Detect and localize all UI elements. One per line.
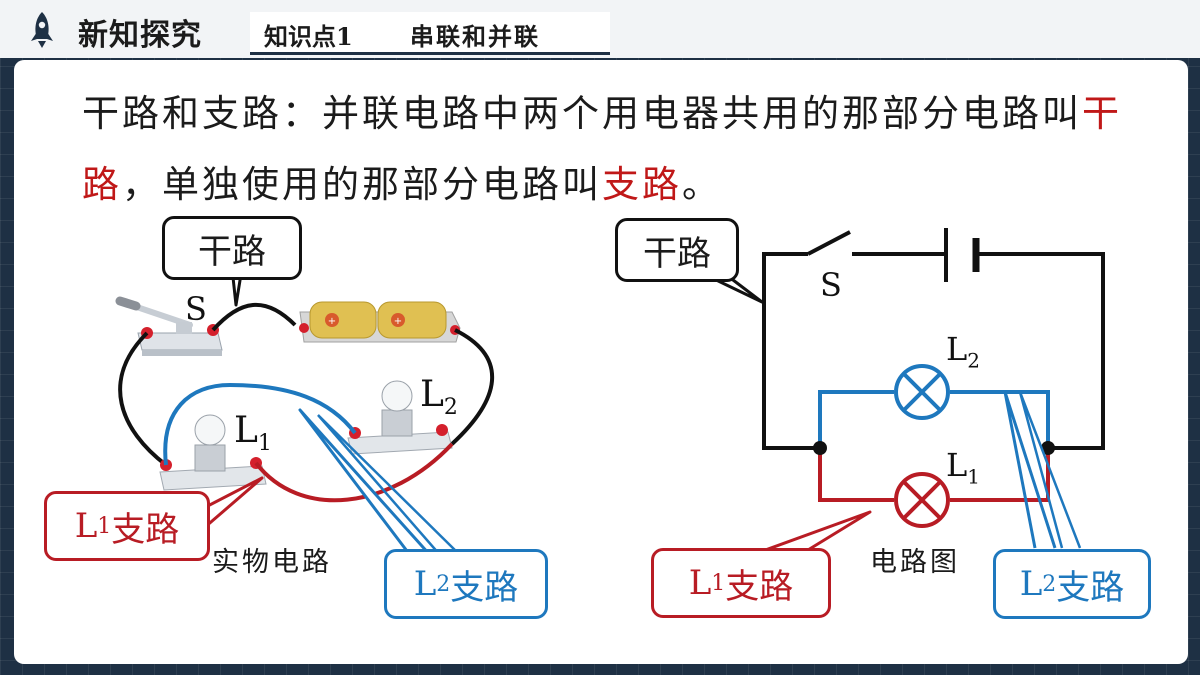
left-lamp1-label: L1 [234, 410, 272, 456]
knife-switch [115, 296, 223, 356]
right-lamp2-label: L2 [946, 330, 980, 372]
rocket-icon [31, 12, 53, 48]
right-lamp2-letter: L [946, 330, 968, 368]
left-trunk-callout: 干路 [162, 216, 302, 280]
left-lamp1-letter: L [234, 410, 258, 451]
right-lamp1-letter: L [946, 446, 968, 484]
definition-part1: 干路和支路：并联电路中两个用电器共用的那部分电路叫 [82, 92, 1082, 135]
svg-text:+: + [394, 316, 402, 327]
left-switch-label: S [185, 290, 207, 328]
right-lamp1-sub: 1 [967, 464, 980, 489]
right-l1-branch-letter: L [688, 563, 712, 603]
header-bar: 新知探究 知识点1 串联和并联 [0, 0, 1200, 58]
right-l2-branch-letter: L [1019, 564, 1043, 604]
section-title: 新知探究 [78, 18, 202, 53]
topic-tab: 知识点1 串联和并联 [250, 12, 610, 55]
left-trunk-callout-text: 干路 [198, 231, 266, 272]
content-card: 干路和支路：并联电路中两个用电器共用的那部分电路叫干路，单独使用的那部分电路叫支… [14, 60, 1188, 664]
term-trunk: 干路 [82, 92, 1122, 206]
lamp-l2 [347, 380, 453, 455]
term-branch: 支路 [602, 163, 682, 206]
topic-label: 知识点1 [264, 22, 353, 51]
left-lamp1-sub: 1 [257, 431, 272, 457]
left-l2-branch-letter: L [413, 564, 437, 604]
left-l1-branch-sub: 1 [97, 513, 112, 539]
right-lamp1-label: L1 [946, 446, 980, 488]
left-l1-branch-letter: L [74, 506, 98, 546]
right-trunk-callout-text: 干路 [643, 233, 711, 274]
topic-name: 串联和并联 [410, 22, 540, 51]
right-switch-label: S [820, 266, 842, 304]
right-l2-branch-text: 支路 [1056, 567, 1125, 608]
right-l2-branch-sub: 2 [1042, 571, 1057, 597]
svg-text:+: + [328, 316, 336, 327]
left-caption: 实物电路 [212, 547, 332, 578]
right-l1-branch-text: 支路 [725, 566, 794, 607]
right-trunk-callout: 干路 [615, 218, 739, 282]
left-lamp2-label: L2 [420, 374, 458, 420]
battery-pack: + + [299, 301, 461, 343]
definition-part2: ，单独使用的那部分电路叫 [122, 163, 602, 206]
left-lamp2-letter: L [420, 374, 444, 415]
right-lamp2-sub: 2 [967, 348, 980, 373]
left-lamp2-sub: 2 [443, 395, 458, 421]
definition-text: 干路和支路：并联电路中两个用电器共用的那部分电路叫干路，单独使用的那部分电路叫支… [82, 78, 1162, 220]
right-l1-branch-sub: 1 [711, 570, 726, 596]
left-l1-branch-text: 支路 [111, 509, 180, 550]
left-l2-branch-text: 支路 [450, 567, 519, 608]
left-l2-branch-sub: 2 [436, 571, 451, 597]
definition-part3: 。 [682, 163, 722, 206]
right-caption: 电路图 [870, 547, 960, 578]
